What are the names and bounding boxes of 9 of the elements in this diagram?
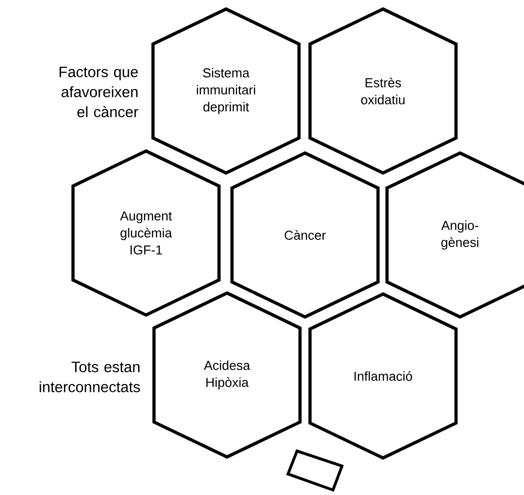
hexagon: Inflamació <box>308 292 458 460</box>
hexagon: Estrès oxidatiu <box>308 7 458 175</box>
hexagon: Sistema immunitari deprimit <box>151 7 301 175</box>
hexagon: Acidesa Hipòxia <box>152 291 302 459</box>
hexagon: Angio- gènesi <box>385 151 524 319</box>
hexagon: Càncer <box>230 151 380 319</box>
hexagon: Augment glucèmia IGF-1 <box>71 149 221 317</box>
side-note: Factors que afavoreixen el càncer <box>60 66 138 118</box>
side-note: Tots estan interconnectats <box>40 362 140 392</box>
